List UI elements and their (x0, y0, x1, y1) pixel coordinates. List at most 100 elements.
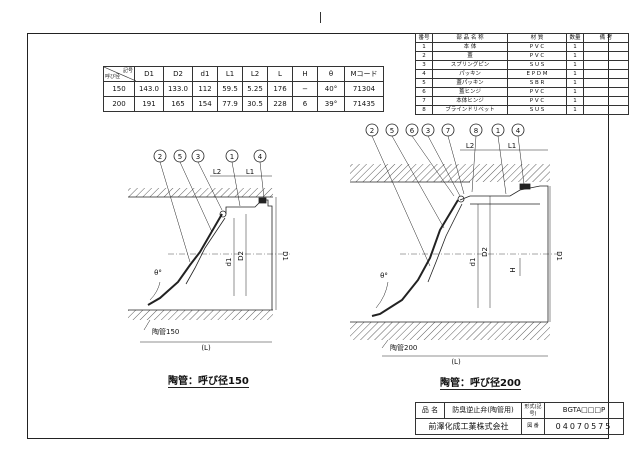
left-label-d1: d1 (225, 258, 233, 267)
left-valve-body (225, 199, 273, 310)
right-leader-8 (471, 135, 477, 193)
right-callout-circle (385, 123, 399, 137)
right-callout: 2 (370, 127, 374, 135)
left-pipe-bottom-wall (128, 310, 273, 320)
right-callout: 1 (496, 127, 500, 135)
model-label: 形式(記号) (521, 402, 545, 419)
left-leader-5 (179, 161, 213, 233)
left-leader-3 (197, 161, 223, 211)
title-row: 前澤化成工業株式会社 図 番 04070575 (415, 418, 624, 435)
right-label-theta: θ° (380, 272, 388, 280)
right-angle-arc (375, 281, 389, 309)
left-callout: 5 (178, 153, 182, 161)
left-callout-circle (253, 149, 267, 163)
name-label: 品 名 (415, 402, 445, 419)
right-callout-circle (365, 123, 379, 137)
right-callout-circle (469, 123, 483, 137)
left-leader-2 (159, 161, 191, 263)
name-value: 防臭逆止弁(陶管用) (444, 402, 522, 419)
left-drawing (128, 149, 290, 343)
right-label-H: H (509, 267, 517, 272)
left-callout-circle (225, 149, 239, 163)
dims-corner-cell: 記号 呼び径 (103, 66, 136, 82)
corner-label-top: 記号 (122, 68, 133, 74)
right-valve-flap (371, 199, 459, 317)
value-cell: 228 (267, 96, 293, 112)
corner-label-bottom: 呼び径 (105, 74, 121, 80)
right-pipe-leader (381, 339, 389, 349)
title-row: 品 名 防臭逆止弁(陶管用) 形式(記号) BGTA□□□P (415, 402, 624, 419)
left-callout-circle (153, 149, 167, 163)
right-label-D1: D1 (555, 251, 563, 261)
left-angle-arc (149, 281, 161, 301)
right-callout-circle (421, 123, 435, 137)
left-callout-circle (191, 149, 205, 163)
table-row: 200 191 165 154 77.9 30.5 228 6 39° 7143… (103, 96, 384, 112)
left-callout: 1 (230, 153, 234, 161)
right-packing (519, 183, 531, 190)
left-leader-4 (259, 161, 265, 199)
part-note (583, 105, 629, 115)
left-label-D1: D1 (281, 251, 289, 261)
left-label-D2: D2 (237, 251, 245, 261)
left-callout-circle (173, 149, 187, 163)
left-pipe-label: 陶管150 (152, 327, 179, 336)
right-callout: 8 (474, 127, 478, 135)
right-callout-circle (491, 123, 505, 137)
right-hinge-pin (457, 195, 465, 203)
right-label-L2: L2 (466, 142, 474, 150)
right-pipe-bottom-wall (350, 322, 550, 340)
right-leader-2 (371, 135, 431, 267)
drawing-no: 04070575 (544, 418, 624, 435)
drawing-frame (27, 33, 609, 439)
top-center-mark (320, 12, 321, 23)
right-label-L: (L) (451, 358, 461, 366)
value-cell: 71435 (344, 96, 384, 112)
right-callout: 4 (516, 127, 521, 135)
right-callout-circle (511, 123, 525, 137)
left-drawing-labels: 2 5 3 1 4 (L) L1 L2 D1 D2 d1 θ° 陶管150 (152, 153, 289, 352)
right-pipe-label: 陶管200 (390, 343, 417, 352)
left-caption: 陶管：呼び径150 (168, 372, 249, 388)
right-callout: 3 (426, 127, 430, 135)
corner-diagonal (104, 67, 136, 81)
left-callout: 3 (196, 153, 200, 161)
right-callout: 6 (410, 127, 415, 135)
left-label-theta: θ° (154, 269, 162, 277)
right-callout-circle (441, 123, 455, 137)
dimensions-table: 記号 呼び径 D1 D2 d1 L1 L2 L H θ Mコード 150 143… (103, 66, 384, 112)
left-callout: 4 (258, 153, 263, 161)
right-leader-3 (427, 135, 461, 197)
right-callout: 5 (390, 127, 394, 135)
title-block: 品 名 防臭逆止弁(陶管用) 形式(記号) BGTA□□□P 前澤化成工業株式会… (415, 402, 624, 435)
value-cell: 154 (192, 96, 218, 112)
right-leader-6 (411, 135, 455, 197)
left-valve-arm (185, 217, 226, 285)
right-drawing (350, 123, 560, 357)
left-packing (258, 197, 267, 204)
left-label-L1: L1 (246, 168, 254, 176)
right-leader-7 (447, 135, 465, 195)
company-name: 前澤化成工業株式会社 (415, 418, 522, 435)
left-leader-1 (231, 161, 241, 207)
right-valve-body (459, 185, 549, 322)
right-leader-5 (391, 135, 445, 229)
right-drawing-labels: 2 5 6 3 7 8 1 4 (L) L1 L2 D1 D2 d1 H θ° … (370, 127, 563, 366)
left-pipe-leader (143, 319, 151, 331)
right-leader-1 (497, 135, 507, 195)
left-hinge-pin (219, 210, 227, 218)
left-pipe-top-wall (128, 188, 273, 197)
right-label-d1: d1 (469, 258, 477, 267)
right-leader-4 (517, 135, 525, 185)
left-callout: 2 (158, 153, 162, 161)
right-valve-arm (427, 203, 463, 283)
drawing-no-label: 図 番 (521, 418, 545, 435)
right-caption: 陶管：呼び径200 (440, 374, 521, 390)
right-callout-circle (405, 123, 419, 137)
